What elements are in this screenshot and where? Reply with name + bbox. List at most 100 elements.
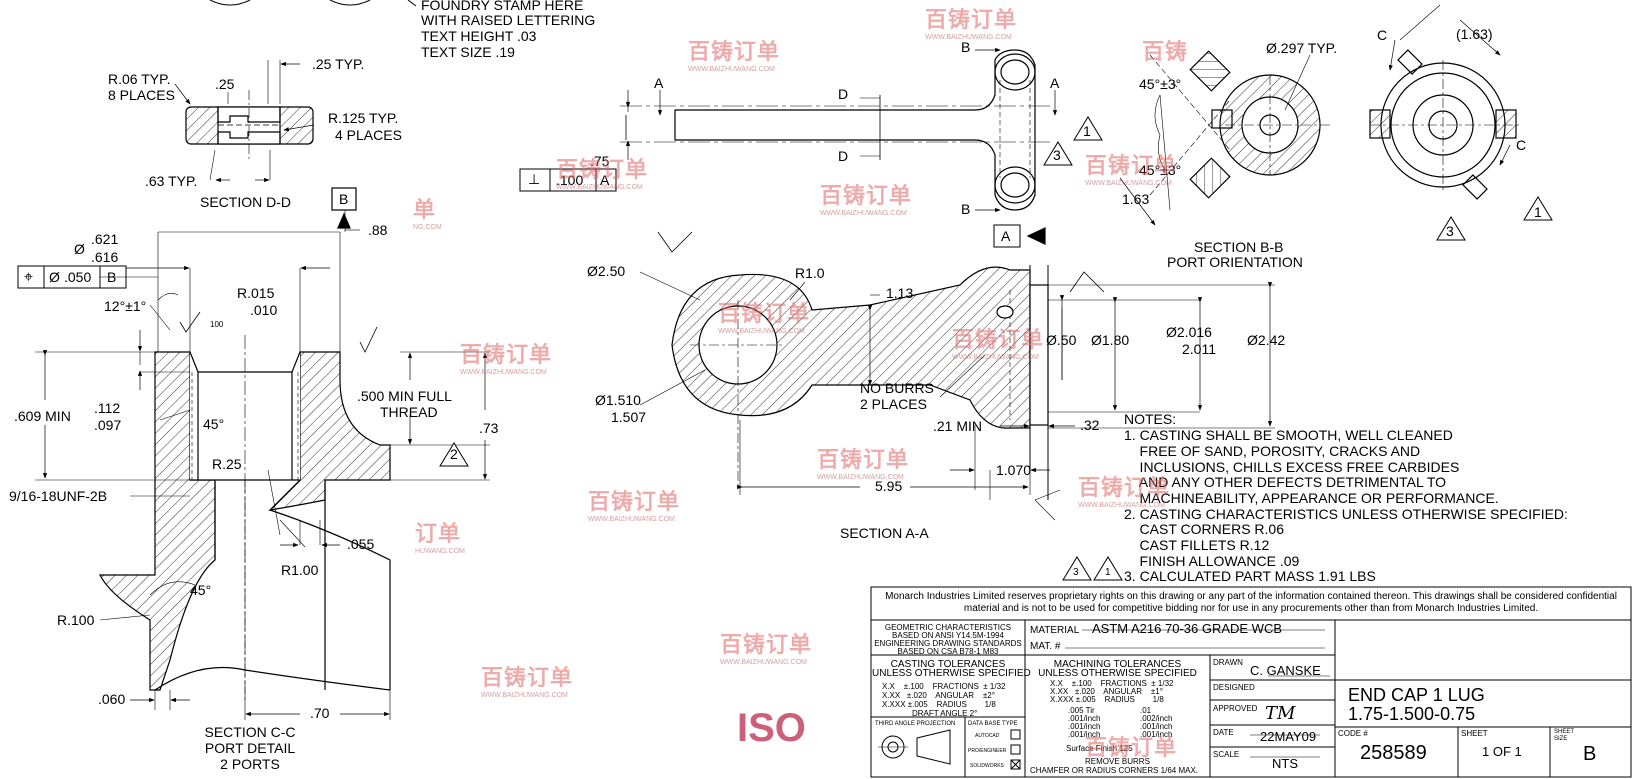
section-bb-view — [1119, 50, 1330, 226]
foundry-note-line-3: TEXT HEIGHT .03 — [421, 28, 537, 44]
drawn-value: C. GANSKE — [1250, 663, 1321, 678]
cc-thread-500: .500 MIN FULL — [357, 388, 452, 404]
geo-char-2: BASED ON ANSI Y14.5M-1994 — [892, 631, 1004, 640]
note-line: FREE OF SAND, POROSITY, CRACKS AND — [1124, 443, 1421, 459]
section-cc-title-1: SECTION C-C — [204, 724, 296, 740]
cc-dim-88: .88 — [368, 222, 388, 238]
aa-dim-1070: 1.070 — [996, 462, 1032, 478]
sheet-value: 1 OF 1 — [1482, 744, 1522, 759]
section-bb-title-2: PORT ORIENTATION — [1167, 254, 1303, 270]
sheet-label: SHEET — [1461, 729, 1488, 738]
cc-dim-112: .112 — [94, 400, 121, 416]
gdt-row: .001/inch — [1068, 722, 1101, 731]
gdt-row-right: .001/inch — [1140, 722, 1173, 731]
dd-dim-25: .25 — [215, 76, 235, 92]
aa-dim-32: .32 — [1080, 417, 1100, 433]
aa-no-burrs-1: NO BURRS — [860, 380, 934, 396]
cc-dim-055: .055 — [347, 536, 375, 552]
iso-watermark: ISO — [737, 706, 806, 750]
gdt-row: .005 Tir — [1068, 706, 1095, 715]
cc-min-609: .609 MIN — [14, 408, 71, 424]
end-tri-1: 1 — [1534, 204, 1542, 220]
perpendicularity-icon: ⊥ — [528, 171, 541, 187]
aa-r10: R1.0 — [795, 265, 825, 281]
material-label: MATERIAL — [1030, 625, 1080, 636]
cc-unf-thread: 9/16-18UNF-2B — [9, 488, 108, 504]
cc-dia-symbol: Ø — [74, 241, 85, 257]
size-value: B — [1583, 743, 1597, 765]
bb-dim-163: 1.63 — [1122, 191, 1150, 207]
cc-angle-45b: 45° — [190, 582, 212, 598]
foundry-note-line-2: WITH RAISED LETTERING — [421, 12, 596, 28]
aa-dim-113: 1.13 — [886, 285, 914, 301]
geo-char-1: GEOMETRIC CHARACTERISTICS — [884, 623, 1012, 632]
drawn-label: DRAWN — [1213, 658, 1243, 667]
aa-dia-1507: 1.507 — [611, 409, 647, 425]
bb-dia-297: Ø.297 TYP. — [1266, 40, 1338, 56]
machining-tol-1: MACHINING TOLERANCES — [1053, 659, 1182, 670]
code-label: CODE # — [1338, 729, 1368, 738]
top-view — [519, 47, 1103, 248]
cc-r015: R.015 — [237, 285, 275, 301]
note-line: 2. CASTING CHARACTERISTICS UNLESS OTHERW… — [1124, 506, 1568, 522]
date-value: 22MAY09 — [1260, 729, 1317, 744]
cut-a-left: A — [654, 75, 664, 91]
geo-char-4: BASED ON CSA B78-1 M83 — [897, 647, 999, 656]
scale-value: NTS — [1272, 756, 1298, 771]
end-view — [1369, 4, 1553, 241]
title-block-frame — [870, 586, 1632, 778]
size-label-2: SIZE — [1554, 736, 1568, 742]
aa-datum-a: A — [1001, 228, 1011, 244]
end-dim-163: (1.63) — [1456, 26, 1493, 42]
dd-r06-line-1: R.06 TYP. — [108, 71, 171, 87]
size-label-1: SHEET — [1554, 729, 1575, 735]
watermark: 百铸 — [1142, 39, 1189, 64]
position-icon: ⌖ — [24, 269, 34, 286]
db-option-proengineer: PRO/ENGINEER — [968, 748, 1007, 754]
aa-dia-180: Ø1.80 — [1091, 332, 1130, 348]
note-line: FINISH ALLOWANCE .09 — [1124, 553, 1300, 569]
notes-triangles — [1062, 556, 1123, 581]
section-cc-title-2: PORT DETAIL — [204, 740, 296, 756]
dd-r06-line-2: 8 PLACES — [108, 87, 175, 103]
cc-dim-060: .060 — [98, 691, 126, 707]
aa-dim-595: 5.95 — [875, 478, 903, 494]
foundry-note-line-4: TEXT SIZE .19 — [421, 44, 515, 60]
cc-r010: .010 — [250, 302, 278, 318]
aa-dia-2016: Ø2.016 — [1166, 324, 1212, 340]
cc-note-triangle-2: 2 — [450, 446, 458, 462]
casting-row: X.XX ±.020 ANGULAR ±2° — [882, 691, 995, 700]
cc-angle-45a: 45° — [203, 416, 225, 432]
dd-dim-25-typ: .25 TYP. — [312, 56, 365, 72]
section-dd-view — [174, 60, 315, 183]
code-value: 258589 — [1360, 742, 1427, 764]
aa-dia-50: Ø.50 — [1046, 332, 1077, 348]
note-line: CAST CORNERS R.06 — [1124, 521, 1285, 537]
date-label: DATE — [1213, 728, 1234, 737]
aa-fcf-datum: A — [600, 172, 610, 188]
aa-fcf-value: .100 — [556, 172, 584, 188]
material-value: ASTM A216 70-36 GRADE WCB — [1092, 621, 1283, 636]
cc-dim-70: .70 — [310, 705, 330, 721]
section-bb-title-1: SECTION B-B — [1194, 239, 1284, 255]
aa-min-21: .21 MIN — [933, 418, 983, 434]
casting-row: X.X ±.100 FRACTIONS ± 1/32 — [882, 682, 1006, 691]
end-tri-3: 3 — [1446, 223, 1454, 239]
cc-thread-label: THREAD — [380, 404, 438, 420]
note-line: 3. CALCULATED PART MASS 1.91 LBS — [1124, 568, 1376, 584]
cc-dia-616: .616 — [91, 249, 119, 265]
gdt-row-right: .001/inch — [1140, 730, 1173, 739]
aa-dia-1510: Ø1.510 — [595, 392, 641, 408]
section-dd-title: SECTION D-D — [200, 194, 291, 210]
cc-dim-73: .73 — [479, 420, 499, 436]
dd-dim-63-typ: .63 TYP. — [145, 173, 198, 189]
aa-dia-242: Ø2.42 — [1247, 332, 1286, 348]
